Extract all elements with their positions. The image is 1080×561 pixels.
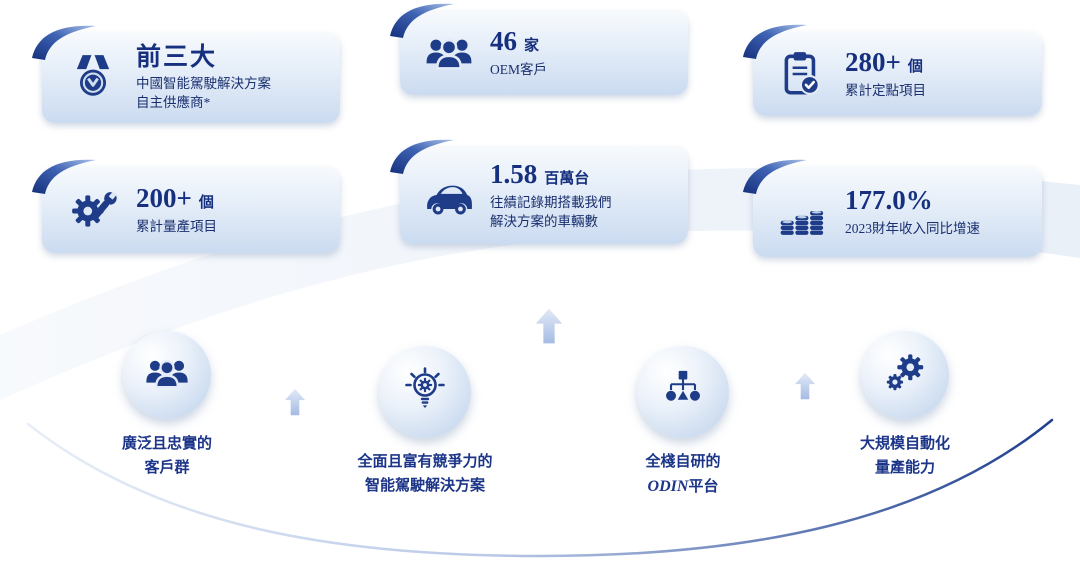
corner-swoosh-icon <box>32 25 96 60</box>
up-arrow-icon <box>535 308 563 344</box>
up-arrow-icon <box>284 388 306 416</box>
stat-card-top3: 前三大 中國智能駕駛解決方案 自主供應商* <box>32 25 340 123</box>
clipboard-check-icon <box>777 49 827 99</box>
pillar-circle-automation <box>861 331 949 419</box>
stat-value: 280+ <box>845 47 901 78</box>
stat-desc: OEM客戶 <box>490 61 547 77</box>
stat-value: 177.0% <box>845 185 933 216</box>
coins-icon <box>777 187 827 237</box>
stat-unit: 個 <box>198 195 214 212</box>
stat-card-design-wins: 280+ 個 累計定點項目 <box>743 24 1042 116</box>
stat-desc: 累計定點項目 <box>845 82 926 98</box>
stat-card-vehicles: 1.58 百萬台 往績記錄期搭載我們 解決方案的車輛數 <box>390 139 688 244</box>
pillar-circle-customer-base <box>123 331 211 419</box>
pillar-circle-odin-platform <box>637 346 729 438</box>
stat-desc: 往績記錄期搭載我們 解決方案的車輛數 <box>490 194 612 229</box>
lightbulb-gear-icon <box>401 366 449 419</box>
pillar-label-odin: 全棧自研的 ODIN平台 <box>593 450 773 500</box>
pillar-circle-solutions <box>379 346 471 438</box>
stat-card-revenue-growth: 177.0% 2023財年收入同比增速 <box>743 159 1042 257</box>
customer-group-icon <box>144 350 190 401</box>
stat-value: 200+ <box>136 183 192 214</box>
car-icon <box>424 171 474 221</box>
corner-swoosh-icon <box>743 159 807 194</box>
org-platform-icon <box>660 367 706 418</box>
stat-card-oem-customers: 46 家 OEM客戶 <box>390 3 688 95</box>
pillar-label-solutions: 全面且富有競爭力的 智能駕駛解決方案 <box>357 453 493 494</box>
pillar-odin-line1: 全棧自研的 <box>645 453 721 470</box>
stat-card-mass-production: 200+ 個 累計量產項目 <box>32 159 340 253</box>
automation-gears-icon <box>882 350 928 401</box>
corner-swoosh-icon <box>32 159 96 194</box>
stat-desc: 2023財年收入同比增速 <box>845 220 980 236</box>
stat-unit: 家 <box>524 38 540 55</box>
stat-unit: 個 <box>907 59 923 76</box>
pillar-label-customer-base: 廣泛且忠實的 客戶群 <box>121 435 212 476</box>
corner-swoosh-icon <box>390 3 454 38</box>
stat-desc: 累計量產項目 <box>136 218 217 234</box>
corner-swoosh-icon <box>743 24 807 59</box>
pillar-label-automation: 大規模自動化 量產能力 <box>859 435 950 476</box>
stat-value: 46 <box>490 26 517 57</box>
stat-desc: 中國智能駕駛解決方案 自主供應商* <box>136 76 271 111</box>
stat-unit: 百萬台 <box>544 171 590 187</box>
up-arrow-icon <box>794 372 816 400</box>
pillar-odin-suffix: 平台 <box>688 478 719 495</box>
odin-wordmark: ODIN <box>647 478 689 495</box>
medal-icon <box>68 53 118 103</box>
oem-customers-icon <box>424 28 474 78</box>
corner-swoosh-icon <box>390 139 454 174</box>
stat-value: 1.58 <box>490 159 538 189</box>
stat-value: 前三大 <box>136 43 218 71</box>
